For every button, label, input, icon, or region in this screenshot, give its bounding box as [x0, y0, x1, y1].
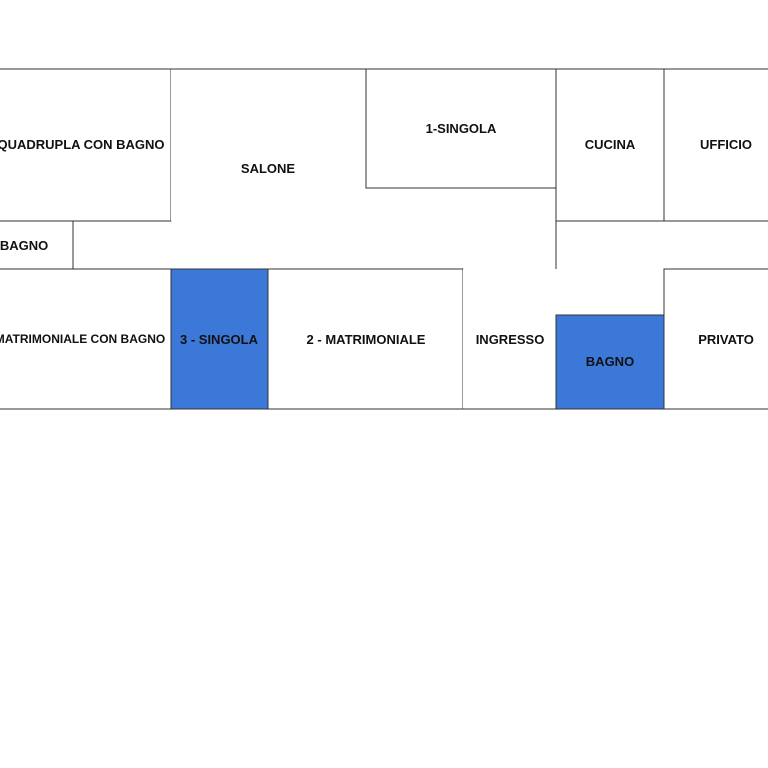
- room-ufficio[interactable]: [663, 68, 768, 222]
- room-singola-1[interactable]: [365, 68, 557, 189]
- label-matrimoniale-2: 2 - MATRIMONIALE: [307, 332, 426, 347]
- label-ufficio: UFFICIO: [700, 137, 752, 152]
- label-singola-3: 3 - SINGOLA: [180, 332, 259, 347]
- label-bagno-left: BAGNO: [0, 238, 48, 253]
- room-matrimoniale-2[interactable]: [267, 268, 464, 410]
- walls: [171, 68, 768, 410]
- label-ingresso: INGRESSO: [476, 332, 545, 347]
- label-bagno-right: BAGNO: [586, 354, 634, 369]
- room-quadrupla[interactable]: [0, 68, 172, 222]
- room-bagno-left[interactable]: [0, 220, 74, 270]
- room-privato[interactable]: [663, 268, 768, 410]
- label-privato: PRIVATO: [698, 332, 754, 347]
- room-salone[interactable]: [171, 69, 366, 221]
- label-singola-1: 1-SINGOLA: [426, 121, 497, 136]
- room-matrimoniale-con-bagno[interactable]: [0, 268, 172, 410]
- label-matrimoniale-con-bagno: MATRIMONIALE CON BAGNO: [0, 332, 165, 346]
- label-salone: SALONE: [241, 161, 296, 176]
- room-bagno-right[interactable]: [555, 314, 665, 410]
- label-cucina: CUCINA: [585, 137, 636, 152]
- room-singola-3[interactable]: [170, 268, 269, 410]
- room-ingresso[interactable]: [463, 269, 556, 409]
- label-quadrupla: QUADRUPLA CON BAGNO: [0, 137, 165, 152]
